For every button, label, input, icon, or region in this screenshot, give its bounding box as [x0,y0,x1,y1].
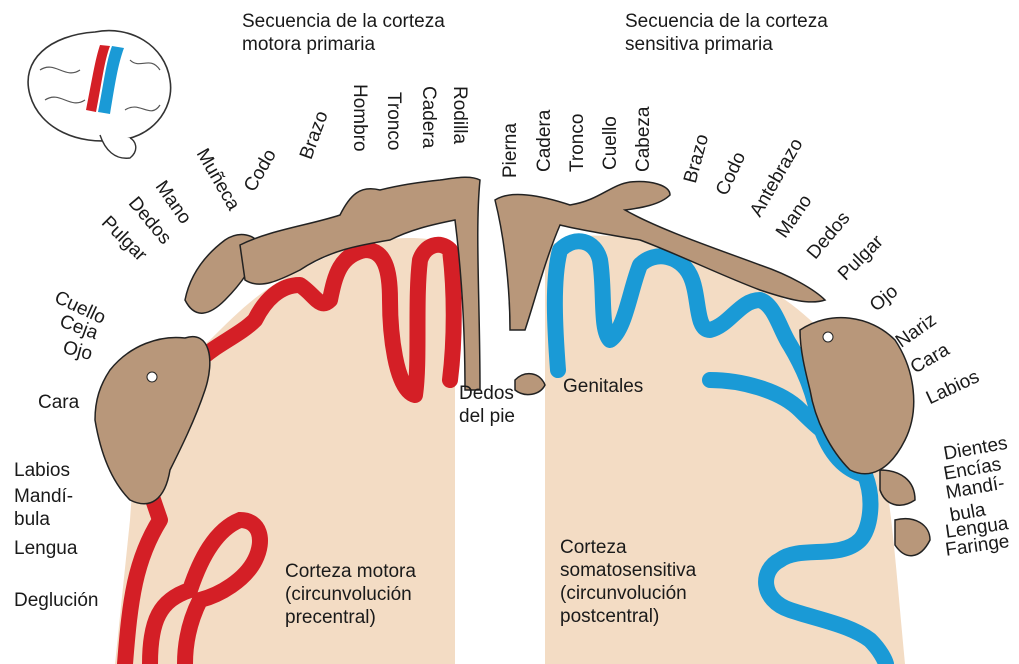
sensory-teeth-shape [879,469,916,506]
motor-label-tronco: Tronco [383,92,404,151]
sensory-cortex-ribbon [546,233,894,664]
motor-body-leg-shape [239,176,481,391]
sensory-sequence-title: Secuencia de la corteza sensitiva primar… [625,11,828,55]
sensory-homunculus [494,180,931,557]
brain-thumbnail-icon [27,29,172,159]
motor-ribbon-lower-fold [142,511,268,664]
sensory-label-cabeza: Cabeza [633,106,654,173]
motor-sequence-title: Secuencia de la corteza motora primaria [242,11,445,55]
motor-homunculus [94,176,481,505]
motor-label-labios: Labios [14,460,70,481]
motor-label-lengua: Lengua [14,538,78,559]
sensory-label-cadera: Cadera [534,109,555,172]
sensory-label-cuello: Cuello [600,116,621,170]
sensory-face-shape [799,317,915,475]
motor-eye-icon [146,371,158,383]
motor-label-rodilla: Rodilla [449,86,470,145]
motor-label-cadera: Cadera [418,86,439,149]
sensory-toes-shape [514,373,546,396]
motor-label-deglucion: Deglución [14,590,99,611]
motor-label-cara: Cara [38,392,80,413]
sensory-eye-icon [822,331,834,343]
motor-label-mandibula: Mandí- bula [14,486,74,530]
motor-cortex-caption: Corteza motora (circunvolución precentra… [285,561,416,628]
sensory-label-tronco: Tronco [567,113,588,172]
sensory-label-genitales: Genitales [563,376,644,397]
motor-face-shape [94,335,211,505]
sensory-tongue-shape [894,518,931,557]
motor-label-hombro: Hombro [349,84,370,152]
sensory-label-pierna: Pierna [500,123,521,178]
sensory-cortex-caption: Corteza somatosensitiva (circunvolución … [560,537,697,627]
sensory-body-arm-shape [494,180,827,331]
label-dedos-del-pie: Dedos del pie [459,383,515,427]
